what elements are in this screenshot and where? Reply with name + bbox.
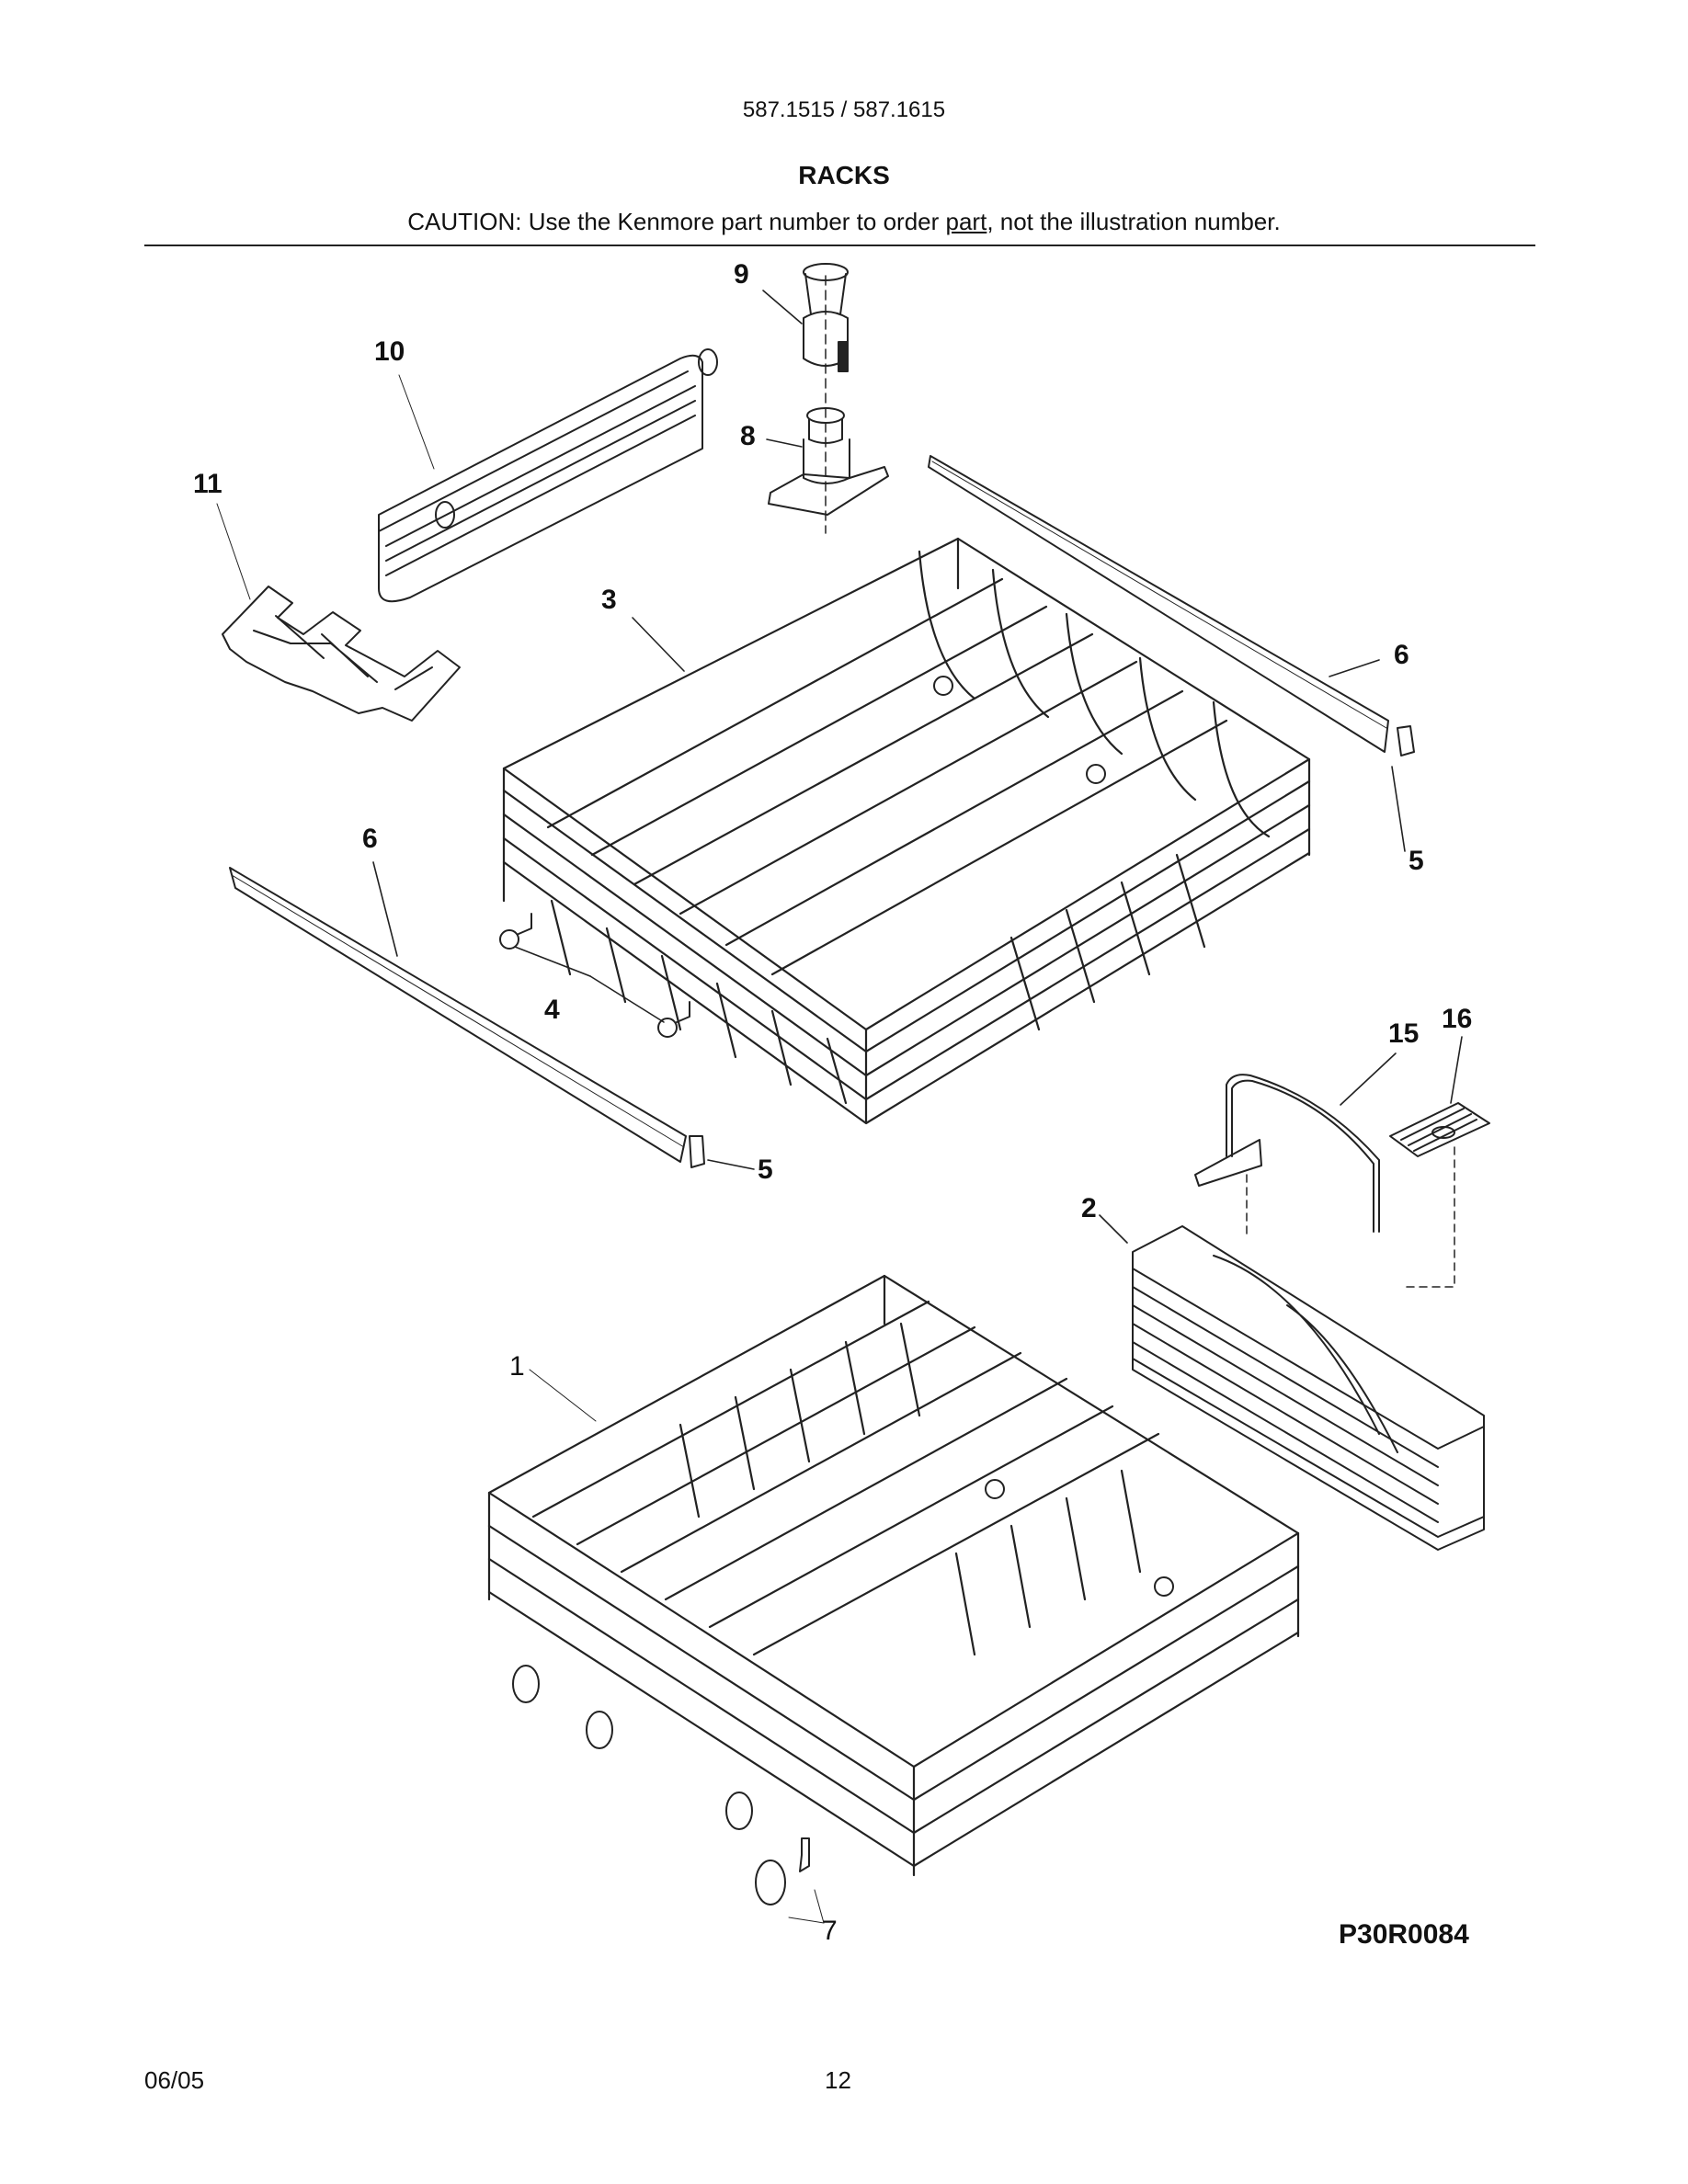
part-2-silverware-basket — [1132, 1225, 1485, 1551]
part-16-basket-lid — [1389, 1102, 1490, 1157]
part-5-left-end-cap — [689, 1135, 705, 1168]
callout-9: 9 — [734, 259, 749, 290]
callout-5-left-cap: 5 — [758, 1155, 773, 1185]
lower-rack-wheels — [512, 1665, 753, 1830]
callout-1: 1 — [509, 1351, 525, 1382]
part-10-small-basket — [378, 348, 718, 603]
callout-6-left-rail: 6 — [362, 824, 378, 854]
part-15-basket-handle — [1194, 1074, 1380, 1233]
callout-4: 4 — [544, 995, 560, 1025]
part-1-lower-rack — [487, 1274, 1300, 1877]
caution-note: CAUTION: Use the Kenmore part number to … — [0, 208, 1688, 236]
section-title: RACKS — [798, 161, 890, 189]
part-6-left-rail — [229, 867, 687, 1163]
model-numbers: 587.1515 / 587.1615 — [742, 97, 946, 122]
callout-3: 3 — [601, 585, 617, 615]
callout-2: 2 — [1081, 1193, 1097, 1223]
callout-10: 10 — [374, 336, 405, 367]
page-number: 12 — [825, 2066, 851, 2094]
callout-8: 8 — [740, 421, 756, 451]
callout-6-right-rail: 6 — [1394, 640, 1409, 670]
part-5-right-end-cap — [1397, 725, 1415, 756]
callout-11: 11 — [193, 469, 222, 499]
callout-15: 15 — [1388, 1018, 1420, 1049]
drawing-id: P30R0084 — [1339, 1919, 1469, 1950]
revision-date: 06/05 — [144, 2066, 205, 2094]
part-6-right-rail — [928, 455, 1389, 753]
caution-suffix: , not the illustration number. — [987, 208, 1281, 235]
caution-prefix: CAUTION: Use the Kenmore part number to … — [407, 208, 946, 235]
caution-underlined: part — [945, 208, 987, 235]
part-11-basket-cover — [222, 586, 461, 722]
leader-lines — [216, 290, 1463, 1924]
callout-16: 16 — [1442, 1004, 1473, 1034]
part-8-manifold-mount — [768, 407, 889, 516]
part-3-upper-rack — [502, 537, 1311, 1125]
part-7-wheel-axle — [755, 1837, 810, 1905]
exploded-parts-diagram — [216, 263, 1490, 1924]
part-4-rack-rollers — [499, 913, 690, 1038]
callout-7: 7 — [822, 1916, 838, 1946]
callout-5-right-cap: 5 — [1409, 846, 1424, 876]
header-divider — [144, 245, 1535, 246]
